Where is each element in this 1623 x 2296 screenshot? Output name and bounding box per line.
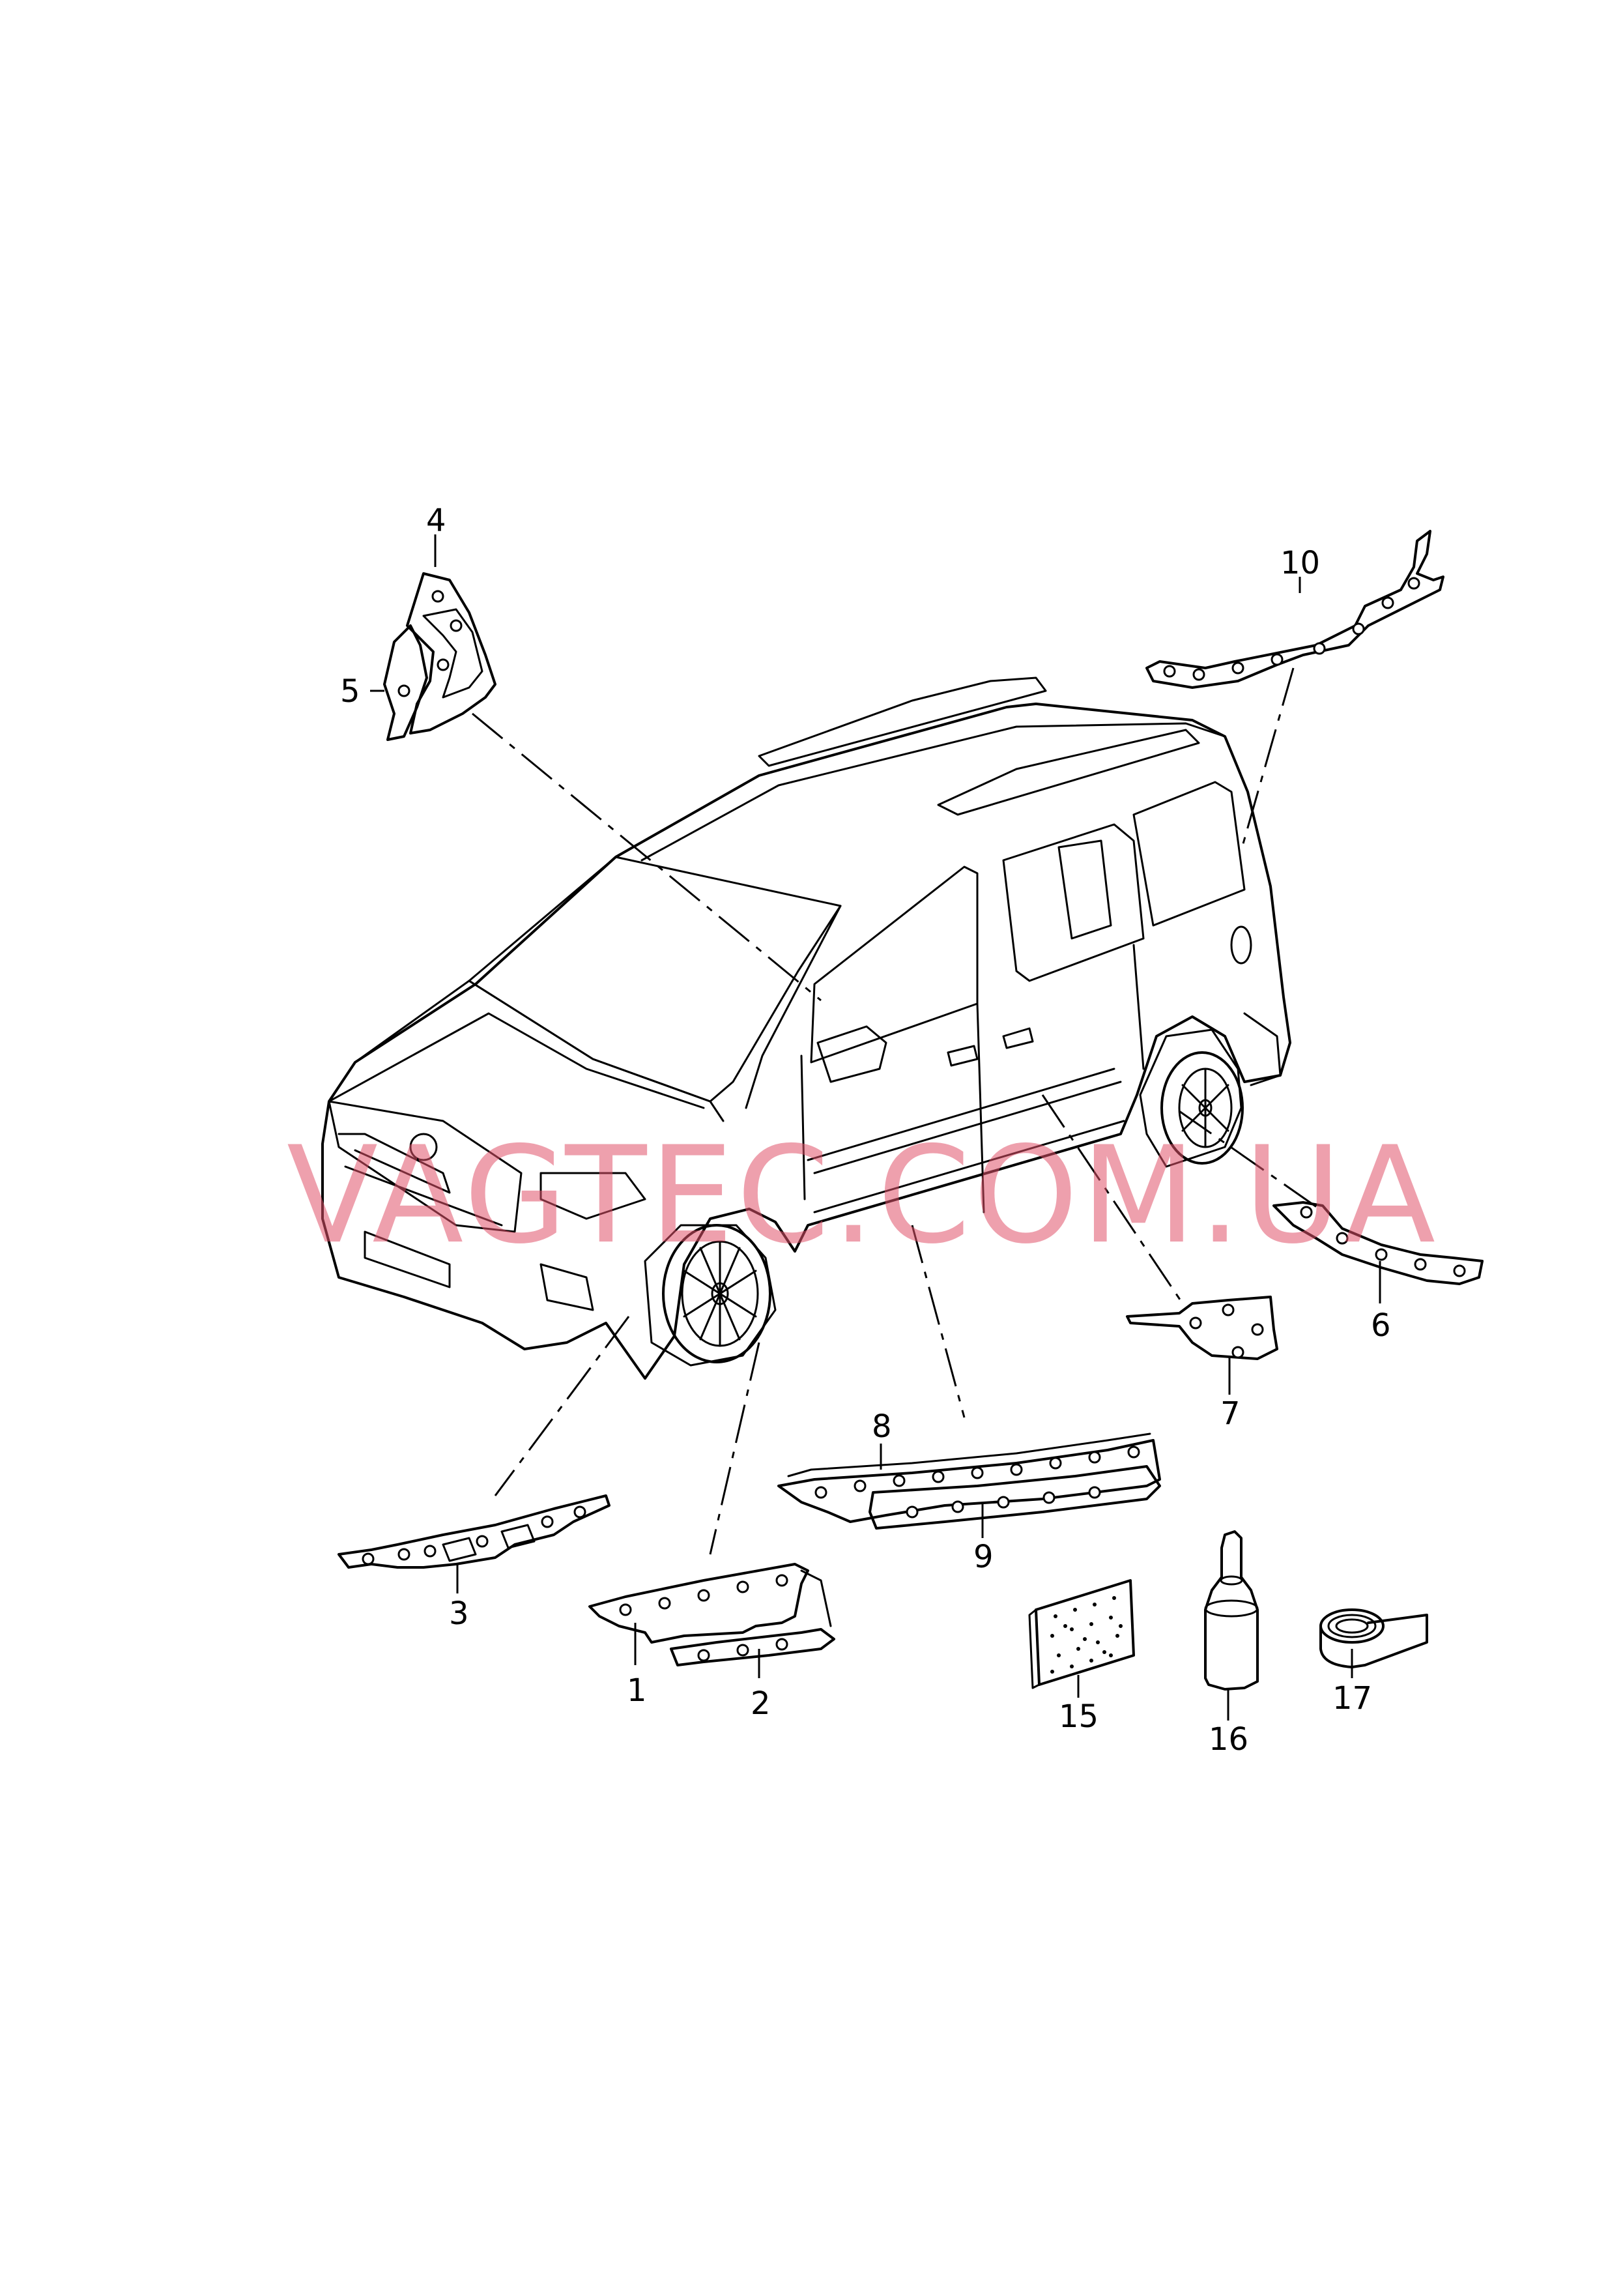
callout-15: 15 bbox=[1059, 1698, 1099, 1735]
callout-4: 4 bbox=[426, 502, 446, 539]
part-8-9-sill-seal bbox=[777, 1432, 1161, 1530]
part-4-5-wheel-arch-seal bbox=[383, 572, 496, 741]
callout-16: 16 bbox=[1209, 1721, 1248, 1758]
part-1-2-seal bbox=[588, 1563, 835, 1666]
part-15-sealing-pad bbox=[1028, 1579, 1135, 1689]
part-7-seal bbox=[1126, 1296, 1278, 1360]
callout-1: 1 bbox=[627, 1672, 647, 1709]
rear-wheel bbox=[1139, 1028, 1244, 1168]
callout-leaders bbox=[370, 534, 1381, 1721]
callout-17: 17 bbox=[1332, 1680, 1372, 1717]
part-6-seal bbox=[1272, 1201, 1484, 1285]
callout-6: 6 bbox=[1371, 1307, 1391, 1344]
part-10-seal bbox=[1145, 530, 1444, 689]
callout-7: 7 bbox=[1220, 1395, 1241, 1432]
callout-10: 10 bbox=[1280, 545, 1320, 581]
vehicle-illustration bbox=[321, 676, 1291, 1380]
watermark-text: VAGTEC.COM.UA bbox=[287, 1118, 1438, 1273]
part-16-sealant-bottle bbox=[1204, 1530, 1259, 1691]
part-17-tape-roll bbox=[1319, 1608, 1428, 1668]
part-3-seal bbox=[338, 1494, 610, 1569]
leader-lines bbox=[472, 667, 1320, 1555]
callout-9: 9 bbox=[973, 1539, 994, 1575]
callout-8: 8 bbox=[872, 1408, 892, 1445]
callout-3: 3 bbox=[449, 1595, 469, 1632]
front-wheel bbox=[644, 1224, 777, 1367]
callout-5: 5 bbox=[340, 673, 360, 710]
callout-2: 2 bbox=[751, 1685, 771, 1722]
callout-labels: 1 2 3 4 5 6 7 8 9 10 15 16 17 bbox=[340, 502, 1391, 1758]
